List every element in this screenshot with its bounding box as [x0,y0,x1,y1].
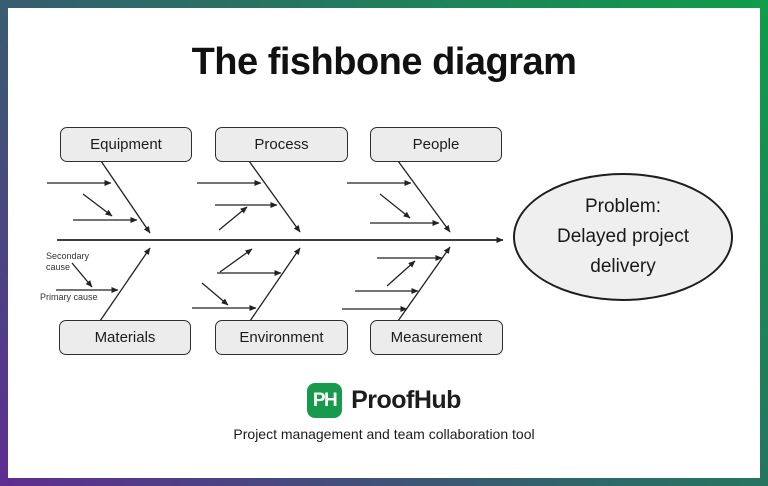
fishbone-lines-graphic [47,160,504,322]
footer: PH ProofHub Project management and team … [8,383,760,442]
category-box-people: People [370,127,502,162]
environment-bones [192,247,301,322]
diagram-canvas: The fishbone diagram [8,8,760,478]
people-bones [347,160,451,233]
category-box-equipment: Equipment [60,127,192,162]
problem-ellipse: Problem: Delayed project delivery [513,173,733,301]
category-label: People [412,136,460,153]
category-label: Materials [94,329,156,346]
proofhub-logo-icon: PH [307,383,343,418]
category-box-environment: Environment [215,320,348,355]
equipment-bones [47,160,151,234]
process-bones [197,160,301,233]
brand-tagline: Project management and team collaboratio… [233,426,535,442]
materials-bones [56,247,151,322]
measurement-bones [342,246,451,322]
brand-name: ProofHub [351,386,461,414]
category-box-process: Process [215,127,348,162]
category-label: Measurement [390,329,483,346]
category-box-measurement: Measurement [370,320,503,355]
brand-row: PH ProofHub [8,383,760,418]
category-label: Process [254,136,309,153]
category-label: Equipment [90,136,162,153]
category-box-materials: Materials [59,320,191,355]
primary-cause-label: Primary cause [40,292,98,302]
page-title: The fishbone diagram [191,41,577,83]
category-label: Environment [239,329,324,346]
secondary-cause-label: Secondary cause [46,251,90,272]
